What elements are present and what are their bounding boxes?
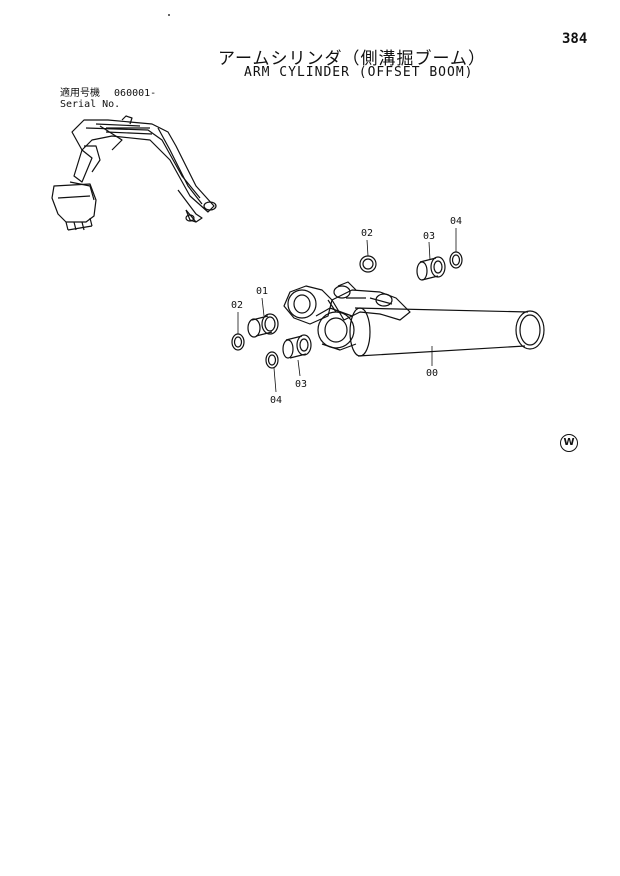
part-02-seal-left <box>231 333 245 351</box>
serial-info: 適用号機 060001- Serial No. <box>60 88 156 110</box>
serial-label-japanese: 適用号機 <box>60 88 100 99</box>
callout-02-left: 02 <box>231 300 244 311</box>
part-03-bushing-bottom <box>282 334 312 359</box>
serial-label-english: Serial No. <box>60 99 121 110</box>
callout-04-top: 04 <box>450 216 463 227</box>
excavator-illustration <box>51 115 217 231</box>
arm-cylinder-assembly <box>283 281 545 357</box>
callout-02-top: 02 <box>361 228 374 239</box>
brand-logo: W <box>560 434 578 452</box>
part-04-seal-top <box>449 251 463 269</box>
callout-03-bottom: 03 <box>295 379 308 390</box>
leader-lines <box>237 228 457 393</box>
scan-dot <box>168 14 170 16</box>
part-01-bushing <box>247 313 279 338</box>
part-03-bushing-top <box>416 256 446 281</box>
callout-01: 01 <box>256 286 269 297</box>
callout-03-top: 03 <box>423 231 436 242</box>
callout-04-bottom: 04 <box>270 395 283 406</box>
callout-00: 00 <box>426 368 439 379</box>
part-04-seal-bottom <box>265 351 279 369</box>
page-title-english: ARM CYLINDER (OFFSET BOOM) <box>244 65 474 80</box>
part-02-seal-top <box>359 255 377 273</box>
page-number: 384 <box>562 31 588 47</box>
page-title-japanese: アームシリンダ（側溝掘ブーム） <box>218 49 486 69</box>
serial-value: 060001- <box>114 88 157 99</box>
